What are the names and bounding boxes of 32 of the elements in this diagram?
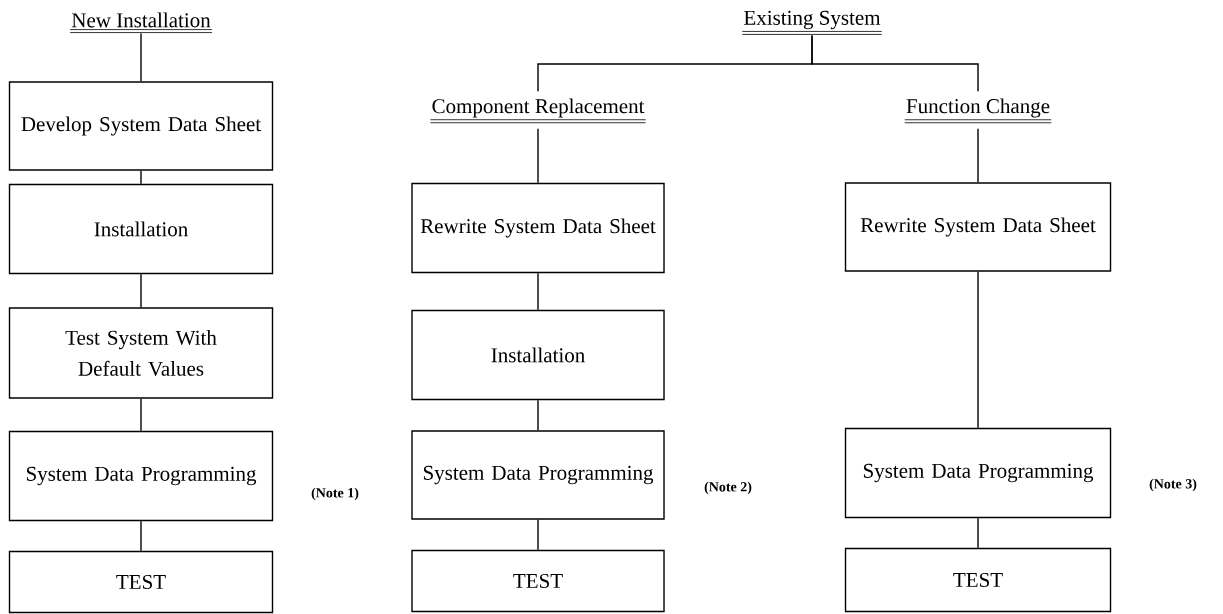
process-box: Installation [411, 309, 665, 401]
connector-line [140, 170, 142, 185]
connector-line [537, 272, 539, 311]
connector-line [140, 32, 142, 82]
process-box: Rewrite System Data Sheet [411, 182, 665, 274]
connector-line [140, 520, 142, 552]
process-box: System Data Programming [8, 430, 274, 522]
connector-line [811, 34, 979, 92]
process-box: Test System With Default Values [8, 307, 274, 399]
process-box: System Data Programming [411, 430, 665, 520]
heading: Existing System [741, 10, 883, 35]
heading: New Installation [69, 12, 213, 33]
process-box: Installation [8, 183, 274, 275]
note-label: (Note 2) [704, 481, 752, 495]
heading: Component Replacement [430, 98, 647, 124]
process-box: System Data Programming [844, 427, 1112, 519]
process-box: TEST [8, 550, 274, 614]
connector-line [140, 273, 142, 308]
connector-line [537, 128, 539, 184]
connector-line [140, 398, 142, 432]
note-label: (Note 3) [1149, 478, 1197, 492]
process-box: TEST [844, 547, 1112, 613]
heading: Function Change [904, 98, 1052, 124]
connector-line [537, 519, 539, 551]
connector-line [977, 271, 979, 429]
process-box: Develop System Data Sheet [8, 81, 274, 171]
process-box: TEST [411, 549, 665, 613]
connector-line [537, 399, 539, 431]
connector-line [977, 517, 979, 549]
note-label: (Note 1) [311, 487, 359, 501]
process-box: Rewrite System Data Sheet [844, 182, 1112, 272]
connector-line [977, 128, 979, 183]
